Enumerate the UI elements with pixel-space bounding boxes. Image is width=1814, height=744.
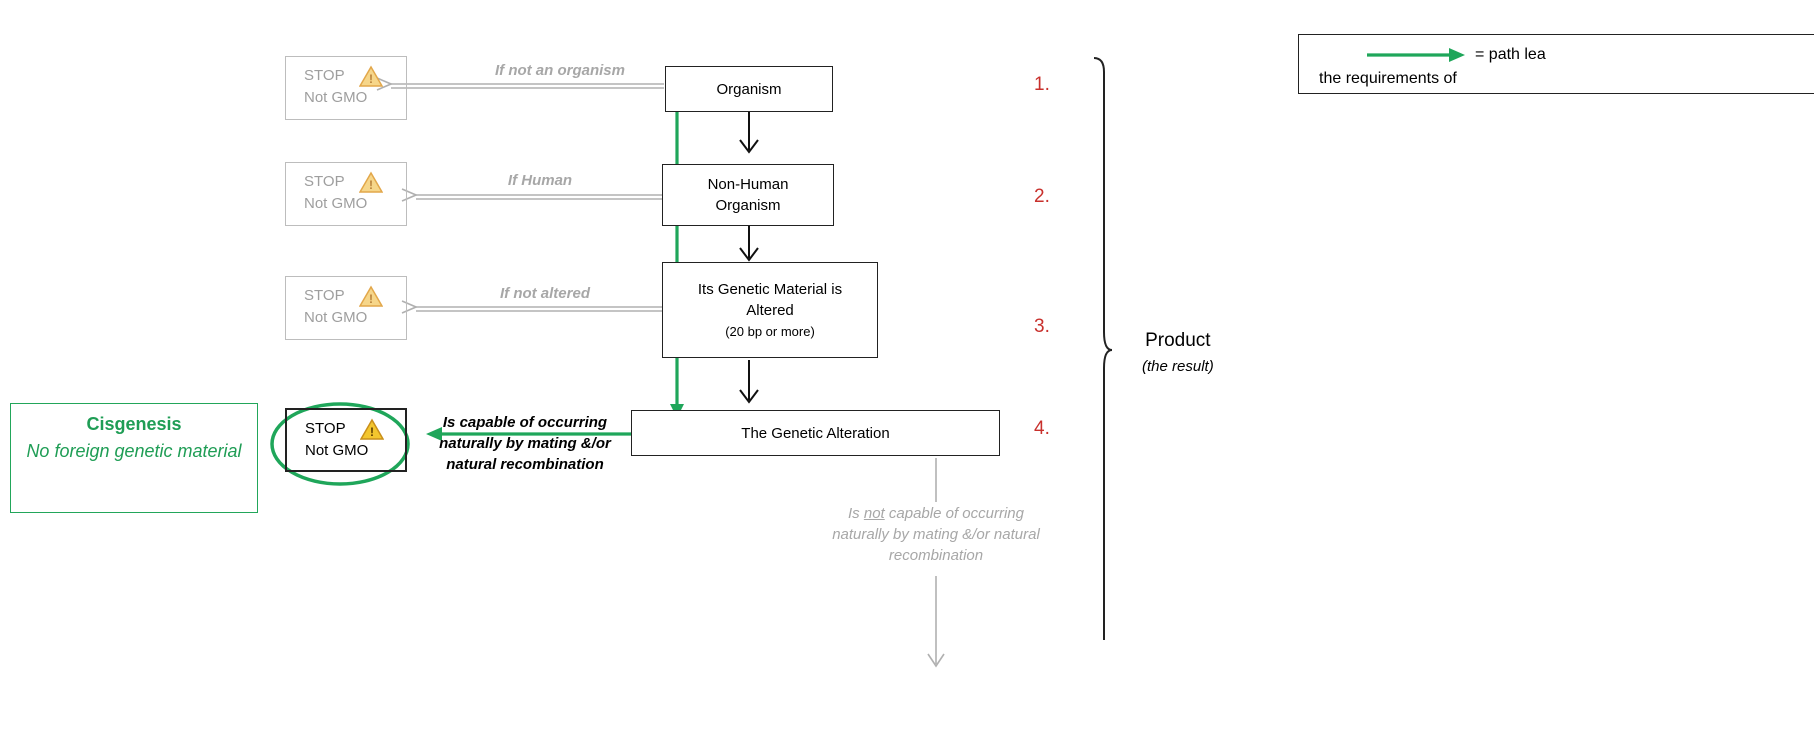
not-capable-emph: not	[863, 505, 885, 522]
stop-box-2: STOP ! Not GMO	[285, 162, 407, 226]
product-subtitle: (the result)	[1142, 358, 1214, 375]
stop-label: STOP	[305, 420, 346, 437]
condition-human: If Human	[507, 172, 573, 189]
gray-arrow-3	[416, 307, 664, 311]
step-genetic-material-altered: Its Genetic Material is Altered (20 bp o…	[662, 262, 878, 358]
green-arrow-icon	[1367, 48, 1465, 62]
gray-arrow-2	[416, 195, 664, 199]
warning-icon: !	[358, 171, 383, 193]
gray-down-arrow	[927, 458, 945, 668]
product-label: Product (the result)	[1142, 330, 1214, 375]
gray-arrow-1	[391, 84, 664, 88]
step-number-3: 3.	[1034, 316, 1050, 337]
stop-label: STOP	[304, 287, 345, 304]
product-bracket	[1093, 57, 1113, 640]
not-capable-post: capable of occurring naturally by mating…	[832, 505, 1040, 564]
step-non-human-organism: Non-Human Organism	[662, 164, 834, 226]
step-3-label: Its Genetic Material is Altered	[697, 280, 843, 319]
warning-icon: !	[359, 418, 384, 440]
condition-not-altered: If not altered	[499, 285, 590, 302]
step-organism: Organism	[665, 66, 833, 112]
cisgenesis-subtitle: No foreign genetic material	[26, 441, 242, 461]
step-number-2: 2.	[1034, 186, 1050, 207]
highlight-ellipse	[270, 402, 410, 486]
stop-box-4: STOP ! Not GMO	[285, 408, 407, 472]
legend-box: = path lea the requirements of	[1298, 34, 1814, 94]
step-genetic-alteration: The Genetic Alteration	[631, 410, 1000, 456]
step-number-1: 1.	[1034, 74, 1050, 95]
stop-box-3: STOP ! Not GMO	[285, 276, 407, 340]
not-capable-pre: Is	[848, 505, 864, 522]
cisgenesis-title: Cisgenesis	[86, 414, 182, 434]
svg-text:!: !	[369, 292, 373, 306]
not-gmo-label: Not GMO	[304, 309, 368, 326]
condition-capable-naturally: Is capable of occurring naturally by mat…	[439, 414, 611, 473]
not-gmo-label: Not GMO	[304, 195, 368, 212]
stop-label: STOP	[304, 67, 345, 84]
legend-line-1: = path lea	[1475, 46, 1546, 63]
step-number-4: 4.	[1034, 418, 1050, 439]
condition-not-organism: If not an organism	[494, 62, 625, 79]
svg-text:!: !	[369, 72, 373, 86]
step-3-sublabel: (20 bp or more)	[725, 323, 815, 339]
stop-label: STOP	[304, 173, 345, 190]
not-gmo-label: Not GMO	[304, 89, 368, 106]
condition-not-capable: Is not capable of occurring naturally by…	[820, 503, 1052, 566]
legend-line-2: the requirements of	[1319, 70, 1457, 87]
warning-icon: !	[358, 65, 383, 87]
product-title: Product	[1145, 330, 1211, 351]
svg-text:!: !	[370, 425, 374, 439]
not-gmo-label: Not GMO	[305, 442, 369, 459]
green-path	[426, 92, 684, 441]
warning-icon: !	[358, 285, 383, 307]
cisgenesis-box: Cisgenesis No foreign genetic material	[10, 403, 258, 513]
stop-box-1: STOP ! Not GMO	[285, 56, 407, 120]
svg-text:!: !	[369, 178, 373, 192]
black-arrows	[739, 112, 759, 404]
